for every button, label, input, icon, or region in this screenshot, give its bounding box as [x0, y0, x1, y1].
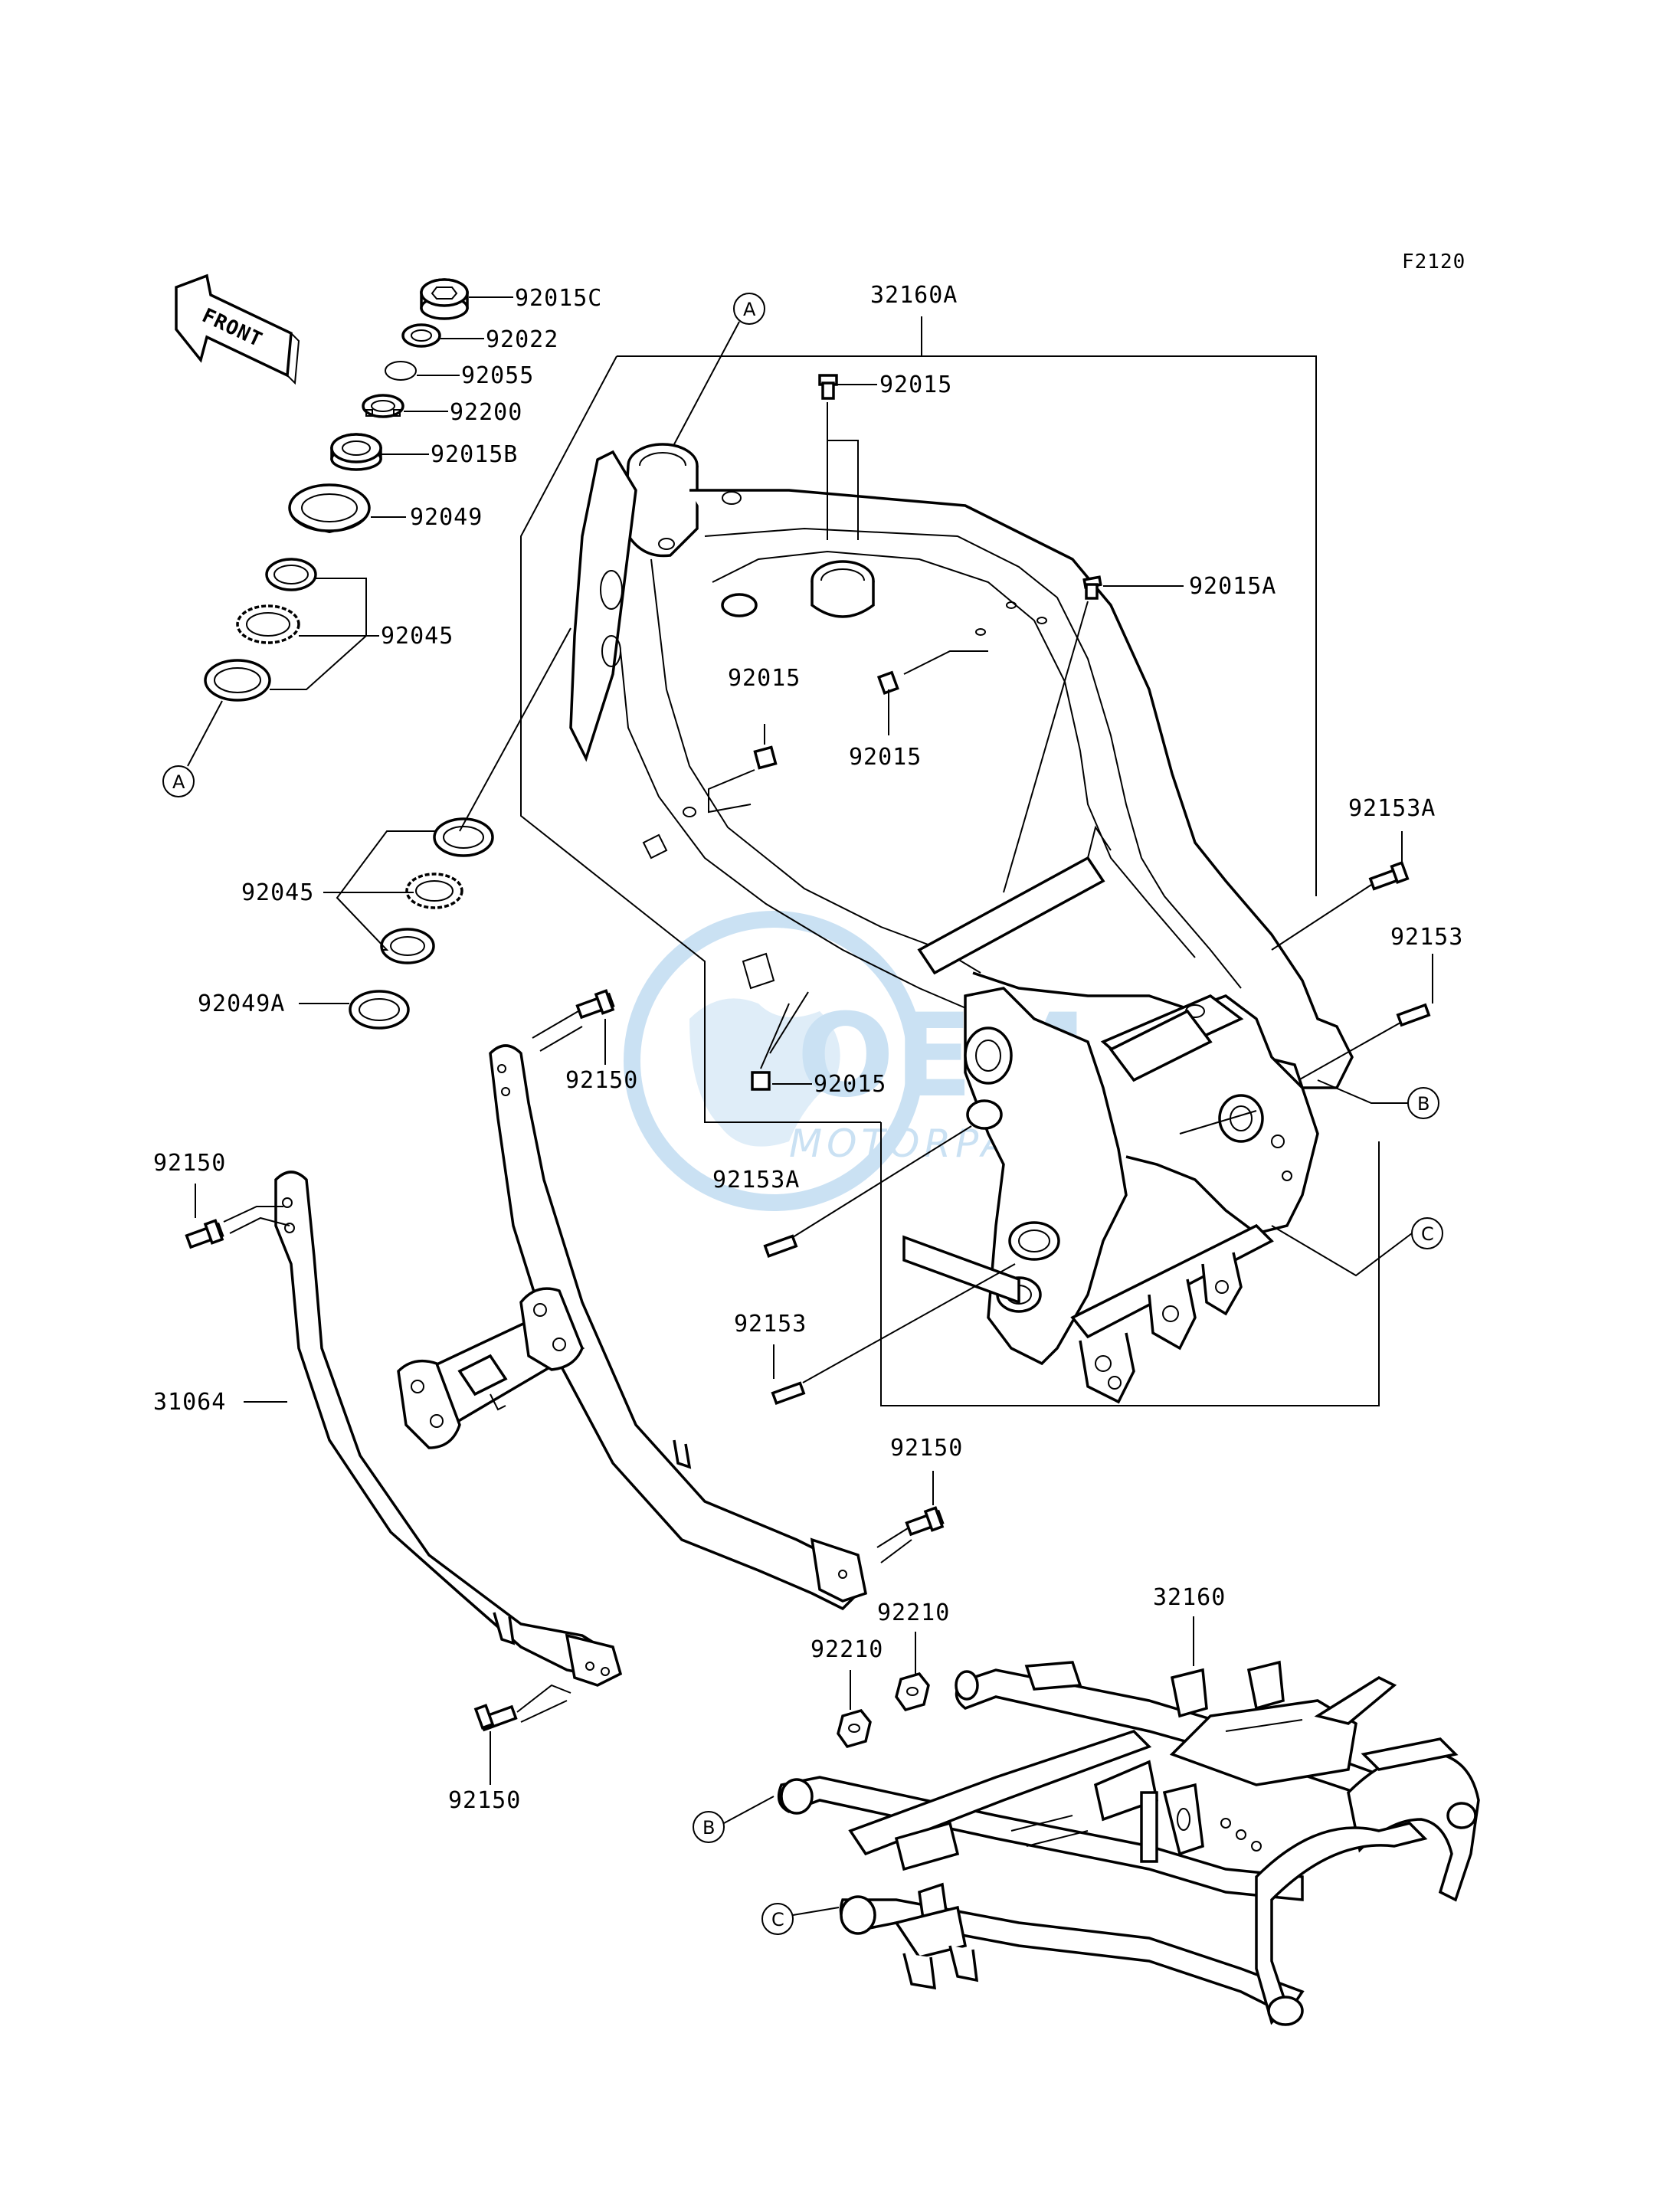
nut-92210-a	[895, 1671, 930, 1712]
lockwasher-92200	[362, 394, 404, 418]
ref-marker-b-subframe: B	[693, 1811, 725, 1843]
label-92015-low: 92015	[814, 1071, 886, 1098]
label-92150-upper: 92150	[565, 1067, 638, 1094]
figure-code: F2120	[1402, 250, 1465, 273]
bolt-92150-right	[905, 1506, 945, 1537]
label-92150-right: 92150	[890, 1435, 963, 1462]
label-92200: 92200	[450, 399, 522, 426]
nut-92015c	[420, 278, 469, 320]
label-92049A: 92049A	[198, 990, 285, 1017]
label-92015A: 92015A	[1189, 573, 1276, 600]
label-92210-a: 92210	[877, 1599, 950, 1626]
bolt-92015a	[1082, 575, 1102, 600]
seal-92049	[288, 483, 371, 534]
bearing-92045-top	[204, 558, 317, 702]
steering-stem-parts: 92015C 92022 92055 92200	[187, 278, 602, 767]
label-92055: 92055	[461, 362, 534, 389]
bolt-92150-left	[185, 1219, 224, 1249]
label-92153A-right: 92153A	[1348, 795, 1436, 822]
label-31064: 31064	[153, 1389, 226, 1416]
bolt-92153a-right	[1368, 861, 1410, 891]
bolt-92150-bottom	[473, 1704, 518, 1732]
bolt-92015-mid	[876, 670, 899, 695]
label-92015-top: 92015	[879, 372, 952, 398]
label-92150-bottom: 92150	[448, 1787, 521, 1814]
ref-marker-b-frame: B	[1407, 1087, 1439, 1119]
svg-text:B: B	[702, 1817, 715, 1838]
svg-text:A: A	[743, 299, 756, 320]
ref-marker-c-frame: C	[1411, 1217, 1443, 1249]
bolt-92153-left	[771, 1381, 806, 1405]
bolt-92015-low	[751, 1071, 771, 1091]
label-92015-left: 92015	[728, 665, 801, 692]
label-92015B: 92015B	[431, 441, 518, 468]
ring-92055	[385, 361, 417, 381]
label-92150-left: 92150	[153, 1150, 226, 1177]
bolt-92153a-left	[763, 1234, 798, 1258]
label-92153A-left: 92153A	[712, 1167, 800, 1193]
seal-92049a	[349, 990, 410, 1030]
svg-text:C: C	[771, 1909, 784, 1930]
label-92045-top: 92045	[381, 623, 454, 650]
nut-92210-b	[837, 1708, 872, 1749]
label-92015C: 92015C	[515, 285, 602, 312]
ref-marker-c-subframe: C	[761, 1903, 794, 1935]
label-92153-left: 92153	[734, 1311, 807, 1338]
bolt-92015-top	[818, 374, 838, 400]
bearing-92045-bottom	[380, 817, 494, 964]
label-92153-right: 92153	[1390, 924, 1463, 951]
label-92049: 92049	[410, 504, 483, 531]
label-92045-bottom: 92045	[241, 879, 314, 906]
front-arrow-icon: FRONT	[175, 273, 300, 385]
svg-text:A: A	[172, 771, 185, 793]
bolt-92150-upper	[575, 989, 615, 1020]
nut-92015b	[330, 433, 382, 471]
label-32160A: 32160A	[870, 282, 958, 309]
label-92015-mid: 92015	[849, 744, 922, 771]
svg-text:C: C	[1421, 1223, 1434, 1245]
label-92210-b: 92210	[811, 1636, 883, 1663]
label-32160: 32160	[1153, 1584, 1226, 1611]
ref-marker-a-left: A	[162, 765, 195, 797]
down-tube-31064	[274, 1044, 868, 1687]
ref-marker-a-frame: A	[733, 293, 765, 325]
label-92022: 92022	[486, 326, 558, 353]
bolt-92015-left	[753, 745, 778, 770]
washer-92022	[401, 323, 441, 348]
svg-text:B: B	[1417, 1093, 1429, 1115]
bolt-92153-right	[1396, 1003, 1431, 1027]
subframe-32160	[777, 1660, 1480, 2026]
